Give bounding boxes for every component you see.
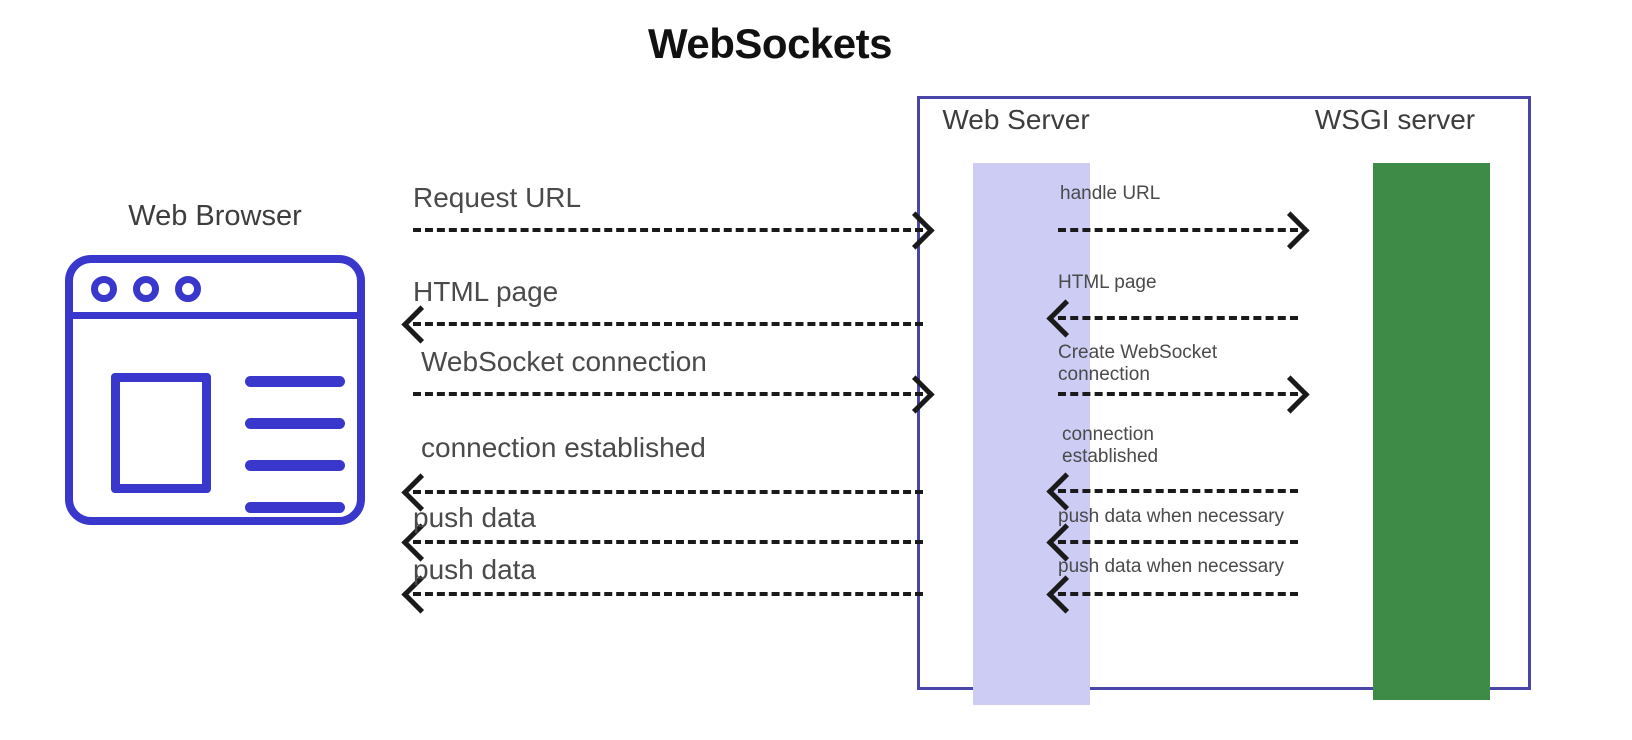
browser-server-arrow bbox=[401, 305, 923, 344]
browser-content-thumbnail-icon bbox=[111, 373, 211, 493]
browser-server-arrow bbox=[413, 211, 935, 250]
browser-content-line-icon bbox=[245, 376, 345, 387]
server-wsgi-arrow bbox=[1046, 575, 1298, 614]
browser-server-arrow bbox=[401, 575, 923, 614]
browser-titlebar bbox=[73, 263, 357, 319]
browser-server-arrow-label: push data bbox=[413, 554, 536, 585]
browser-server-arrow-label: HTML page bbox=[413, 276, 559, 307]
browser-server-arrow-line bbox=[413, 592, 923, 596]
server-wsgi-arrow-line bbox=[1058, 228, 1298, 232]
arrowhead-left-icon bbox=[401, 305, 440, 344]
browser-server-arrow-label: Request URL bbox=[413, 182, 582, 213]
browser-server-arrow bbox=[401, 523, 923, 562]
browser-server-arrow-line bbox=[413, 322, 923, 326]
server-wsgi-arrow-line bbox=[1058, 592, 1298, 596]
server-wsgi-arrow-label: Create WebSocket connection bbox=[1058, 342, 1218, 386]
browser-server-arrow-line bbox=[413, 540, 923, 544]
browser-server-arrow-label: connection established bbox=[421, 432, 706, 463]
browser-dot-icon bbox=[91, 276, 117, 302]
server-wsgi-arrow bbox=[1058, 375, 1310, 414]
server-wsgi-arrow-line bbox=[1058, 392, 1298, 396]
server-wsgi-arrow-line bbox=[1058, 316, 1298, 320]
server-wsgi-arrow bbox=[1046, 299, 1298, 338]
browser-server-arrow-line bbox=[413, 490, 923, 494]
browser-server-arrow-line bbox=[413, 228, 923, 232]
browser-dot-icon bbox=[133, 276, 159, 302]
browser-content-line-icon bbox=[245, 460, 345, 471]
server-wsgi-arrow-line bbox=[1058, 489, 1298, 493]
web-browser-label: Web Browser bbox=[128, 200, 302, 232]
web-browser-group: Web Browser bbox=[60, 200, 370, 525]
server-wsgi-arrow-label: push data when necessary bbox=[1058, 506, 1285, 527]
browser-window-icon bbox=[65, 255, 365, 525]
wsgi-server-lifeline-bar bbox=[1373, 163, 1490, 700]
server-wsgi-arrow bbox=[1046, 523, 1298, 562]
server-wsgi-arrow-line bbox=[1058, 540, 1298, 544]
server-wsgi-arrow bbox=[1046, 472, 1298, 511]
browser-content-line-icon bbox=[245, 502, 345, 513]
browser-server-arrow bbox=[413, 375, 935, 414]
wsgi-server-label: WSGI server bbox=[1314, 104, 1476, 135]
browser-server-arrow-label: push data bbox=[413, 502, 536, 533]
page-title: WebSockets bbox=[648, 20, 893, 67]
web-server-label: Web Server bbox=[942, 104, 1090, 135]
server-wsgi-arrow-label: push data when necessary bbox=[1058, 556, 1285, 577]
browser-server-arrow-line bbox=[413, 392, 923, 396]
server-wsgi-arrow bbox=[1058, 211, 1310, 250]
browser-dot-icon bbox=[175, 276, 201, 302]
server-wsgi-arrow-label: HTML page bbox=[1058, 272, 1157, 293]
server-wsgi-arrow-label: connection established bbox=[1062, 424, 1159, 468]
web-server-lifeline-bar bbox=[973, 163, 1090, 705]
browser-server-arrow-label: WebSocket connection bbox=[421, 346, 707, 377]
browser-server-arrow bbox=[401, 473, 923, 512]
browser-content-line-icon bbox=[245, 418, 345, 429]
server-wsgi-arrow-label: handle URL bbox=[1060, 183, 1161, 204]
